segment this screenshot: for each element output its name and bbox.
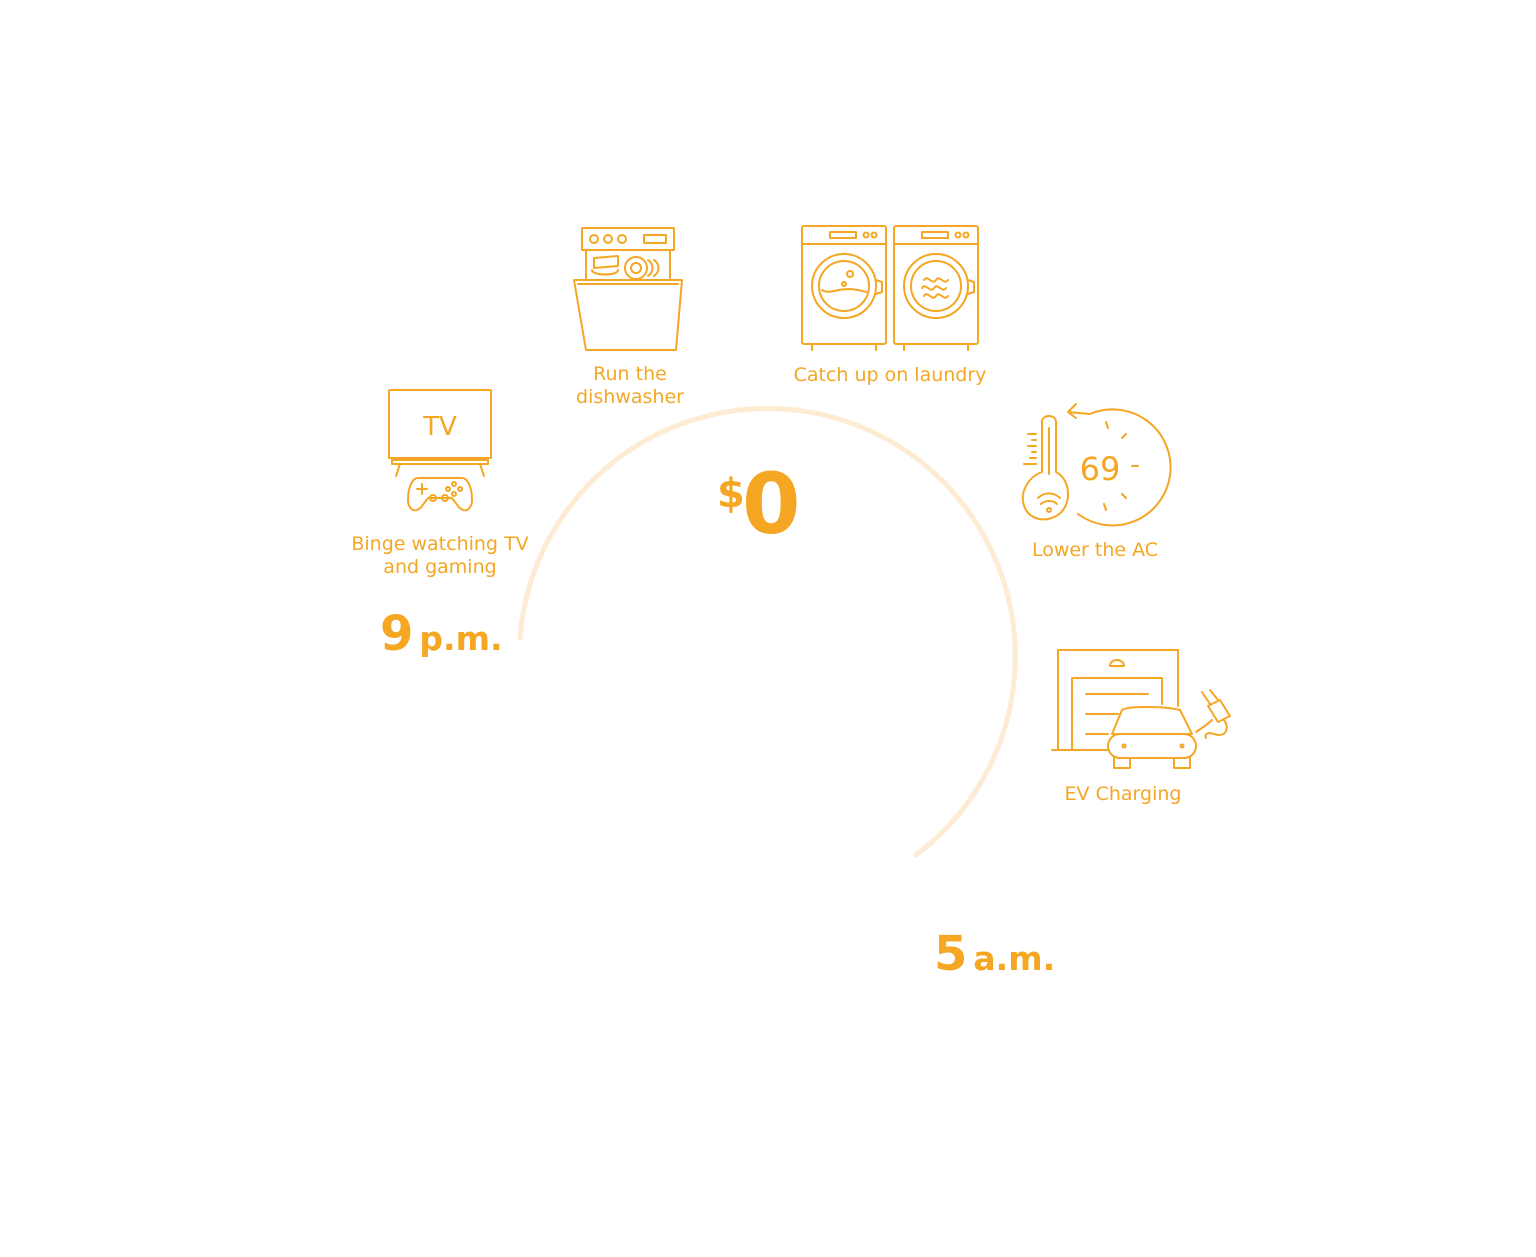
price-display: $ 0	[712, 462, 812, 552]
activity-label-dishwasher: Run the dishwasher	[576, 363, 684, 408]
activity-label-tv-gaming: Binge watching TV and gaming	[351, 533, 529, 578]
tv-gaming-icon: TV	[388, 389, 492, 512]
dishwasher-icon	[573, 227, 683, 351]
tv-icon-text: TV	[422, 412, 457, 442]
thermostat-icon-text: 69	[1080, 450, 1121, 488]
washer-dryer-icon	[801, 225, 979, 351]
end-time-number: 5	[934, 926, 968, 982]
start-time-number: 9	[380, 606, 414, 662]
activity-label-ev-charging: EV Charging	[1064, 783, 1182, 805]
activity-label-laundry: Catch up on laundry	[793, 364, 987, 386]
ev-charging-garage-icon	[1051, 649, 1231, 769]
activity-label-ac: Lower the AC	[1031, 539, 1159, 561]
thermostat-icon: 69	[1021, 403, 1172, 527]
start-time-unit: p.m.	[419, 619, 503, 658]
price-amount: 0	[742, 455, 800, 553]
end-time-unit: a.m.	[973, 939, 1056, 978]
price-currency: $	[717, 471, 745, 517]
